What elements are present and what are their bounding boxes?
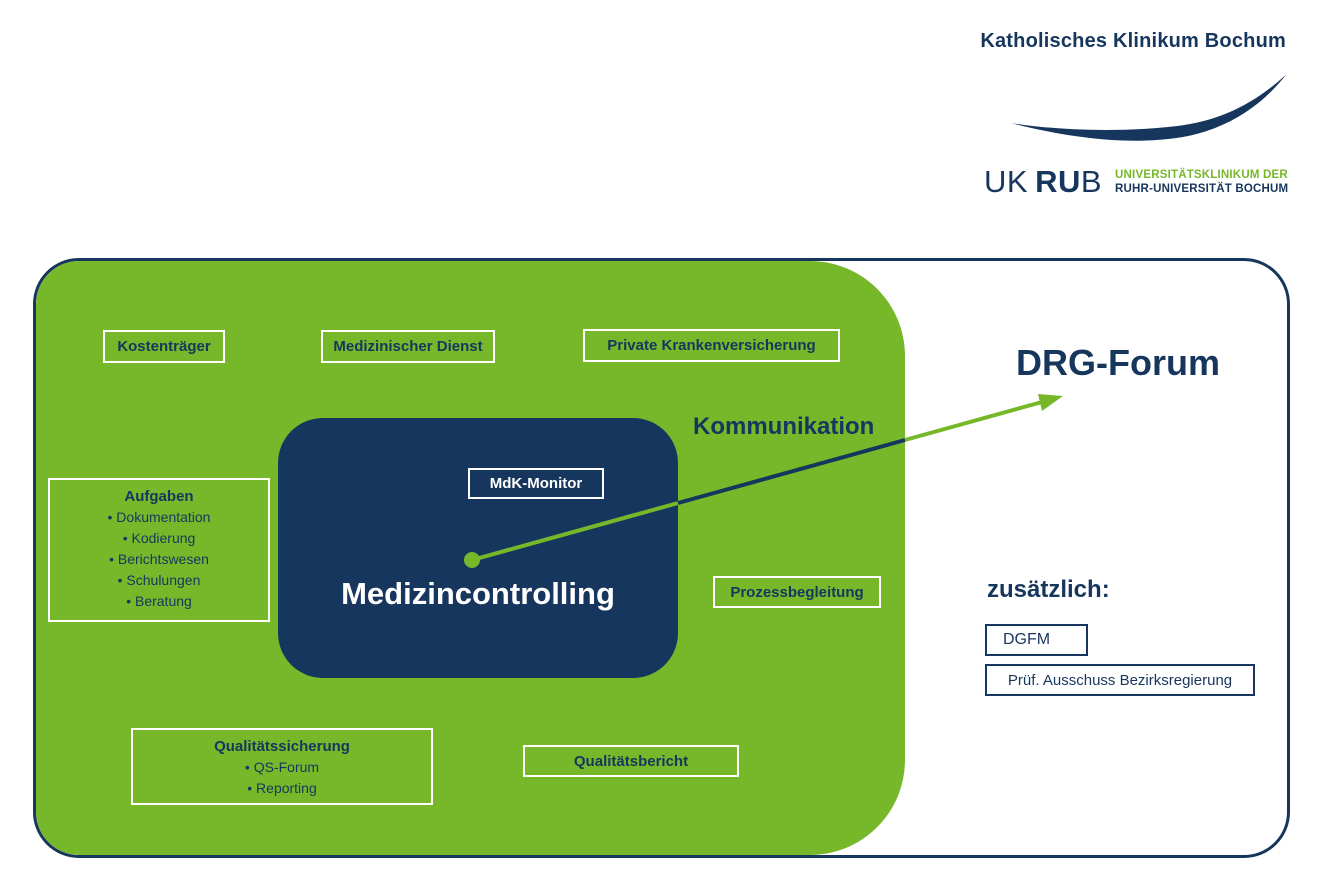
aufgaben-item: • Beratung [126,593,192,609]
swoosh-path [1011,74,1286,141]
box-kostentraeger: Kostenträger [103,330,225,363]
ukrub-line1: UNIVERSITÄTSKLINIKUM DER [1115,169,1288,181]
box-pruef-ausschuss-bezirksregierung: Prüf. Ausschuss Bezirksregierung [985,664,1255,696]
kommunikation-label: Kommunikation [693,413,875,440]
box-aufgaben: Aufgaben • Dokumentation • Kodierung • B… [48,478,270,622]
box-dgfm: DGFM [985,624,1088,656]
ukrub-text: UNIVERSITÄTSKLINIKUM DER RUHR-UNIVERSITÄ… [1115,168,1288,196]
arrow-segment-outer [904,400,1043,442]
ukrub-line2: RUHR-UNIVERSITÄT BOCHUM [1115,183,1289,195]
arrow-head [1038,394,1063,411]
diagram-frame: Kostenträger Medizinischer Dienst Privat… [33,258,1290,858]
aufgaben-item: • Kodierung [122,530,196,546]
qualitaetssicherung-title: Qualitätssicherung [214,738,350,755]
logo-swoosh-icon [1011,74,1286,141]
box-qualitaetsbericht: Qualitätsbericht [523,745,739,777]
medizincontrolling-title: Medizincontrolling [341,576,615,611]
ukrub-b: B [1080,164,1103,199]
aufgaben-item: • Dokumentation [107,509,211,525]
drg-forum-label: DRG-Forum [1016,342,1220,383]
box-qualitaetssicherung: Qualitätssicherung • QS-Forum • Reportin… [131,728,433,805]
medizincontrolling-box: MdK-Monitor Medizincontrolling [278,418,678,678]
box-prozessbegleitung: Prozessbegleitung [713,576,881,608]
aufgaben-title: Aufgaben [124,488,194,505]
box-private-krankenversicherung: Private Krankenversicherung [583,329,840,362]
logo-title: Katholisches Klinikum Bochum [980,30,1286,52]
aufgaben-item: • Schulungen [117,572,201,588]
aufgaben-item: • Berichtswesen [109,551,209,567]
ukrub-ru: RU [1035,164,1081,199]
zusaetzlich-label: zusätzlich: [987,576,1110,603]
qualitaetssicherung-item: • QS-Forum [244,759,320,775]
qualitaetssicherung-item: • Reporting [247,780,317,796]
mdk-monitor-box: MdK-Monitor [468,468,604,499]
ukrub-uk: UK [984,164,1029,199]
box-medizinischer-dienst: Medizinischer Dienst [321,330,495,363]
